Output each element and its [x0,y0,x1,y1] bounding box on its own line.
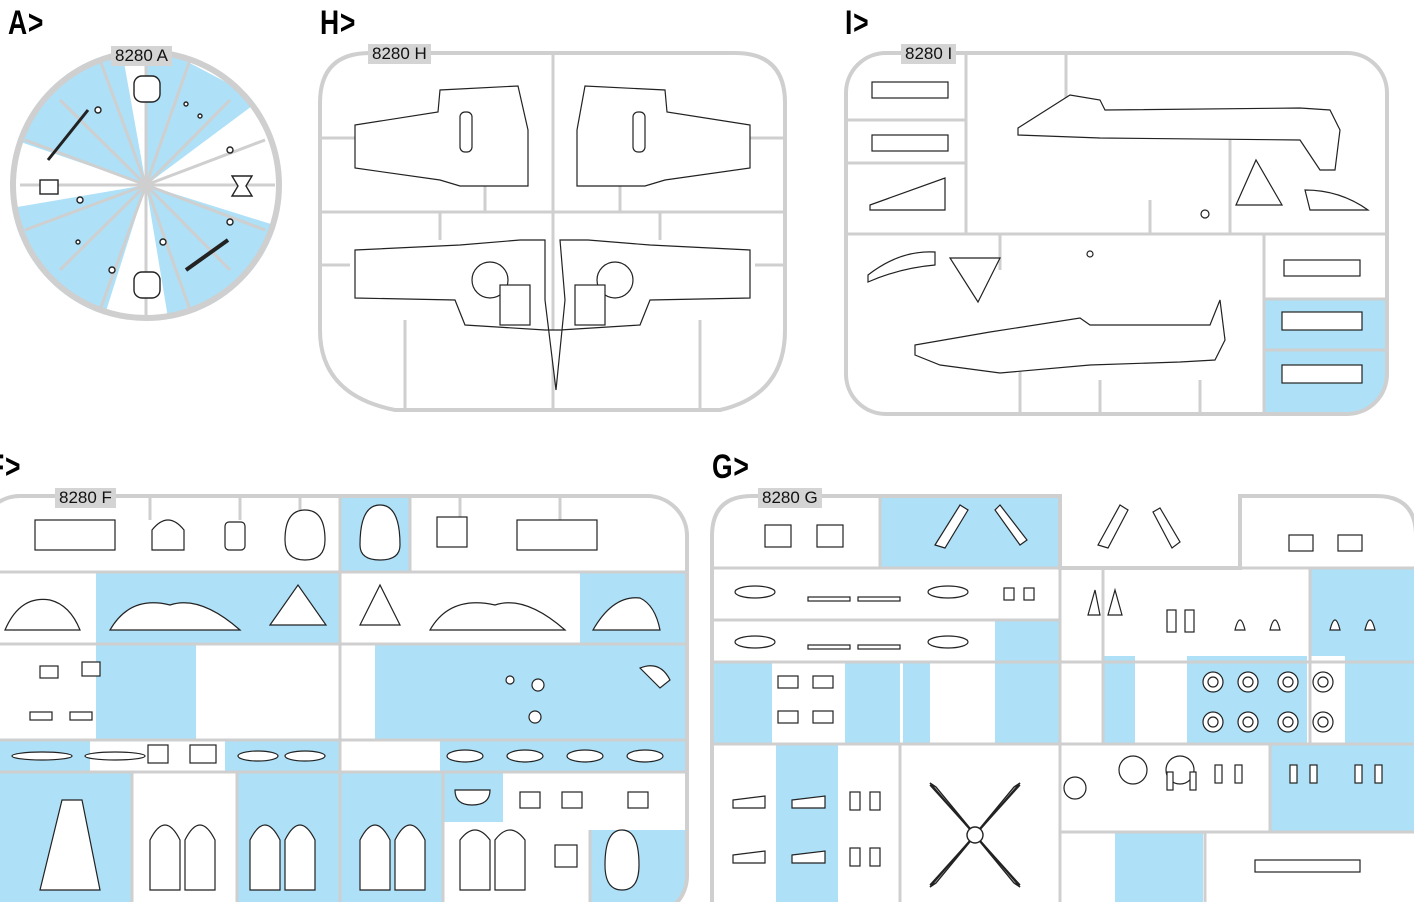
sprue-h-wing-parts [354,85,751,391]
sprue-h-title: H> [320,4,357,42]
sprue-g-title: G> [712,448,750,486]
sprue-a-parts [39,75,254,299]
sprue-i-code: 8280 I [901,44,957,64]
sprue-f-highlight-areas [0,496,687,902]
sprue-g-runners [712,496,1414,902]
sprue-g-parts [732,504,1383,873]
sprue-a [10,49,282,321]
sprue-f-code: 8280 F [55,488,116,508]
propeller [929,782,1021,888]
sprue-g-code: 8280 G [758,488,822,508]
sprue-i-parts [867,81,1370,384]
sprue-f-runners [0,496,687,902]
sprue-g-frame [710,494,1414,902]
sprue-g [710,494,1414,902]
sprue-h-code: 8280 H [368,44,431,64]
sprue-a-gates [20,55,275,315]
sprue-f-frame [0,494,689,902]
sprue-a-code: 8280 A [111,46,172,66]
sprue-i-title: I> [845,4,870,42]
sprue-i [844,51,1389,416]
sprue-h [318,51,787,412]
sprue-f-title: F> [0,448,22,486]
sprue-a-title: A> [8,4,45,42]
sprue-g-highlight-areas [712,496,1414,902]
sprue-h-frame [318,51,787,412]
sprue-f-parts [4,504,671,891]
sprue-f [0,494,689,902]
